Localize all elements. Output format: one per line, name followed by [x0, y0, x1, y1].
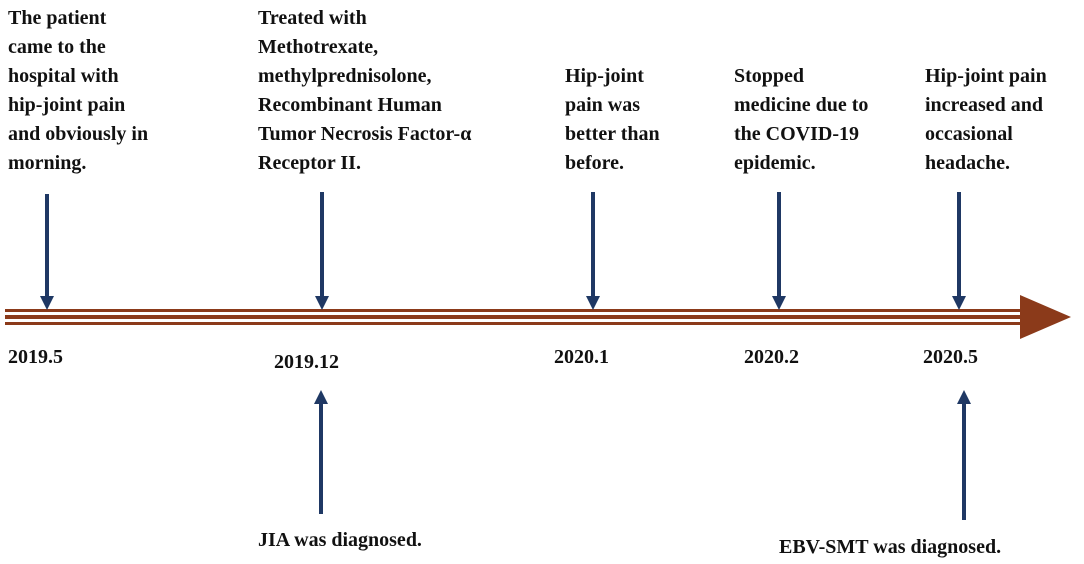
- timeline-band-top: [5, 309, 1025, 312]
- diagnosis-note: EBV-SMT was diagnosed.: [779, 536, 1002, 558]
- diagnosis-note: JIA was diagnosed.: [258, 529, 422, 551]
- event-description: Treated with Methotrexate, methylprednis…: [258, 7, 472, 174]
- event-arrow-2020-1: [586, 192, 600, 310]
- timeline-band-middle: [5, 315, 1025, 319]
- event-description: Stopped medicine due to the COVID-19 epi…: [734, 65, 869, 174]
- event-date: 2020.1: [554, 346, 609, 368]
- event-arrow-2019-5: [40, 194, 54, 310]
- timeline-arrowhead: [1020, 295, 1071, 339]
- event-arrow-2020-5: [952, 192, 966, 310]
- event-date: 2019.5: [8, 346, 63, 368]
- diagnosis-arrow-jia: [314, 390, 328, 514]
- event-date: 2020.2: [744, 346, 799, 368]
- diagnosis-arrow-ebv-smt: [957, 390, 971, 520]
- timeline-band-bottom: [5, 322, 1025, 325]
- event-arrow-2019-12: [315, 192, 329, 310]
- event-description: Hip-joint pain was better than before.: [565, 65, 660, 174]
- event-arrow-2020-2: [772, 192, 786, 310]
- event-description: Hip-joint pain increased and occasional …: [925, 65, 1047, 174]
- event-date: 2020.5: [923, 346, 978, 368]
- event-date: 2019.12: [274, 351, 339, 373]
- event-description: The patient came to the hospital with hi…: [8, 7, 149, 174]
